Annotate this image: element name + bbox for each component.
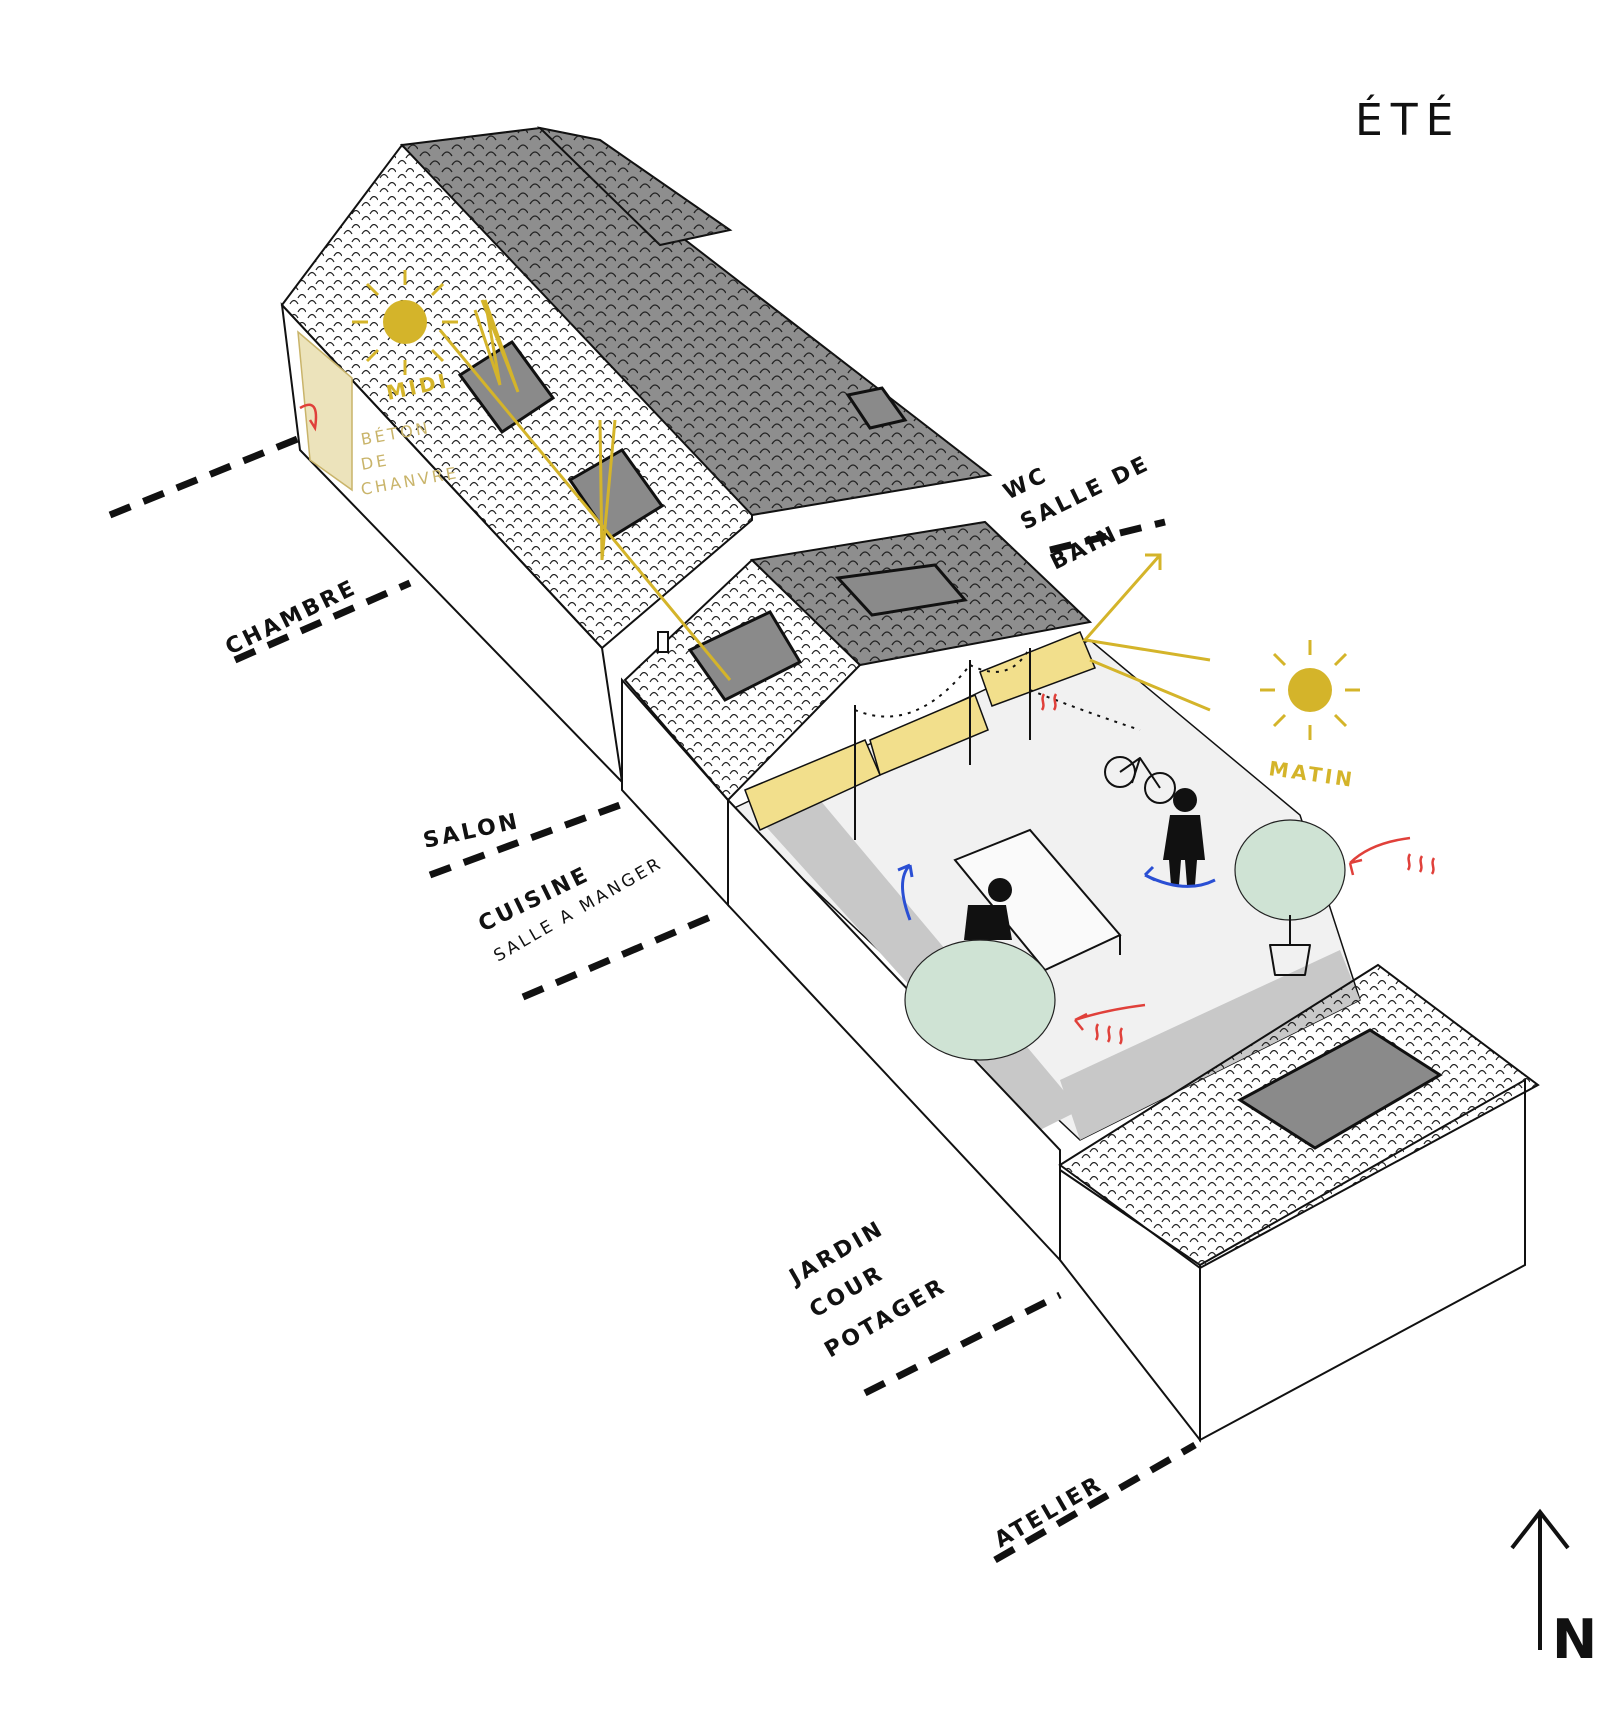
extension-roof-skylight xyxy=(834,563,968,617)
cool-arrows xyxy=(897,863,1216,921)
shade-awning-3 xyxy=(979,631,1096,707)
chimney-flue xyxy=(657,631,669,653)
heat-arrow-icon xyxy=(299,403,318,432)
bicycle-icon xyxy=(1104,756,1176,804)
cool-arrow-icon xyxy=(1143,865,1216,888)
season-title: ÉTÉ xyxy=(1355,93,1461,146)
main-roof-skylight xyxy=(845,386,908,430)
kitchen-extension xyxy=(621,520,1093,908)
sun-midi: MIDI xyxy=(352,270,732,681)
sun-icon xyxy=(1288,668,1332,712)
courtyard xyxy=(727,631,1361,1263)
room-label-chambre: CHAMBRE xyxy=(222,575,362,660)
room-label-atelier: ATELIER xyxy=(991,1471,1108,1553)
shade-awning-2 xyxy=(869,694,989,777)
morning-ray-path xyxy=(1082,553,1211,712)
string-lights xyxy=(854,646,1141,731)
sun-icon xyxy=(383,300,427,344)
person-icon xyxy=(1163,788,1205,885)
sun-label-matin: MATIN xyxy=(1267,756,1356,792)
heat-arrow-icon xyxy=(1348,836,1411,876)
courtyard-shadow-strip xyxy=(1060,950,1360,1140)
tree-icon xyxy=(1234,819,1346,976)
person-icon xyxy=(964,878,1012,940)
extension-gable-window xyxy=(687,610,803,702)
north-label: N xyxy=(1552,1608,1600,1671)
hemp-concrete-panel xyxy=(297,330,353,492)
tree-icon xyxy=(904,939,1056,1061)
midday-ray-path xyxy=(438,299,732,681)
section-lines xyxy=(108,434,1197,1564)
cool-arrow-icon xyxy=(897,863,914,921)
atelier-building xyxy=(1058,963,1540,1443)
heat-arrow-icon xyxy=(1074,1003,1146,1031)
north-arrow-icon xyxy=(1510,1508,1570,1650)
atelier-skylight xyxy=(1237,1028,1443,1150)
heat-arrows xyxy=(299,403,1436,1045)
material-label-line2: DE xyxy=(359,450,390,474)
room-label-bain: BAIN xyxy=(1047,521,1123,575)
main-house: BÉTON DE CHANVRE xyxy=(280,126,993,785)
